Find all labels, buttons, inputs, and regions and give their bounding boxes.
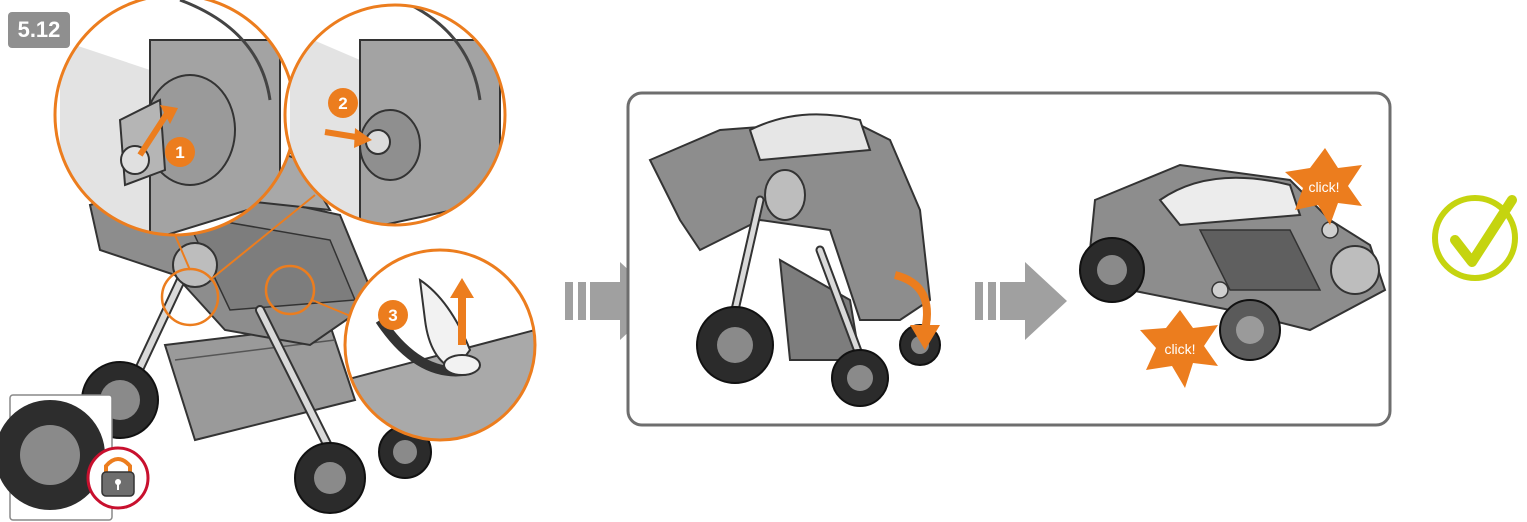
callout-1-number: 1 <box>175 143 184 162</box>
click-label-top: click! <box>1308 179 1339 195</box>
detail-circle-2: 2 <box>285 0 505 230</box>
click-label-bottom: click! <box>1164 341 1195 357</box>
callout-3-number: 3 <box>388 306 397 325</box>
wheel <box>295 443 365 513</box>
detail-circle-3: 3 <box>345 250 535 440</box>
callout-2-number: 2 <box>338 94 347 113</box>
checkmark-icon <box>1435 198 1515 278</box>
